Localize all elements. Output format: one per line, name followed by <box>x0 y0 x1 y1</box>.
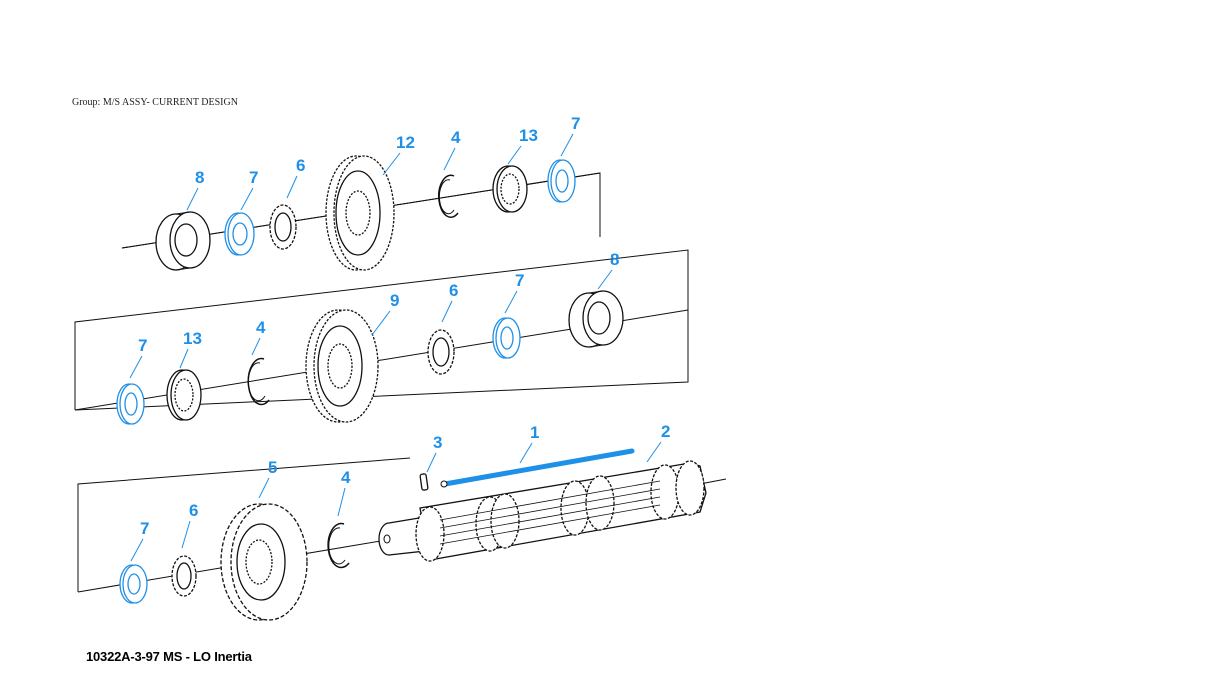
callout-2: 2 <box>661 422 670 441</box>
gear-part <box>220 503 308 621</box>
callout-4: 4 <box>341 468 351 487</box>
callout-7: 7 <box>138 336 147 355</box>
gear-part <box>325 155 395 271</box>
snap-ring-part <box>327 522 350 569</box>
callout-6: 6 <box>449 281 458 300</box>
sliding-clutch-part <box>568 290 624 348</box>
callout-4: 4 <box>256 318 266 337</box>
callout-4: 4 <box>451 128 461 147</box>
snap-ring-part <box>438 174 459 218</box>
callout-7: 7 <box>249 168 258 187</box>
callout-12: 12 <box>396 133 415 152</box>
row-2-plane <box>74 249 689 411</box>
callout-7: 7 <box>571 114 580 133</box>
row-1-assembly: 8 7 6 12 4 13 7 <box>121 114 601 271</box>
row-2-assembly: 7 13 4 9 6 7 8 <box>74 249 689 425</box>
key-end <box>440 480 448 488</box>
hub-ring-part <box>171 555 197 597</box>
mainshaft-part <box>378 460 707 562</box>
group-label: Group: M/S ASSY- CURRENT DESIGN <box>72 97 238 108</box>
thrust-washer-part <box>119 564 148 604</box>
row-3-plane <box>77 457 411 592</box>
callout-3: 3 <box>433 433 442 452</box>
thrust-washer-part <box>224 212 255 256</box>
gear-part <box>305 309 379 423</box>
row-3-assembly: 7 6 5 4 3 1 2 <box>77 422 727 621</box>
clutch-hub-part <box>166 369 202 421</box>
callout-13: 13 <box>183 329 202 348</box>
clutch-hub-part <box>492 165 528 213</box>
callout-13: 13 <box>519 126 538 145</box>
snap-ring-part <box>247 357 270 406</box>
callout-6: 6 <box>189 501 198 520</box>
callout-9: 9 <box>390 291 399 310</box>
sliding-clutch-part <box>155 211 211 271</box>
callout-8: 8 <box>610 250 619 269</box>
callout-7: 7 <box>515 271 524 290</box>
key-part <box>442 448 635 487</box>
hub-ring-part <box>427 329 455 375</box>
callout-8: 8 <box>195 168 204 187</box>
thrust-washer-part <box>492 317 521 359</box>
thrust-washer-part <box>116 383 145 425</box>
thrust-washer-part <box>547 159 576 203</box>
figure-caption: 10322A-3-97 MS - LO Inertia <box>86 649 252 664</box>
callout-6: 6 <box>296 156 305 175</box>
callout-5: 5 <box>268 458 277 477</box>
hub-ring-part <box>269 204 297 250</box>
roll-pin-part <box>419 473 429 491</box>
callout-7: 7 <box>140 519 149 538</box>
callout-1: 1 <box>530 423 539 442</box>
